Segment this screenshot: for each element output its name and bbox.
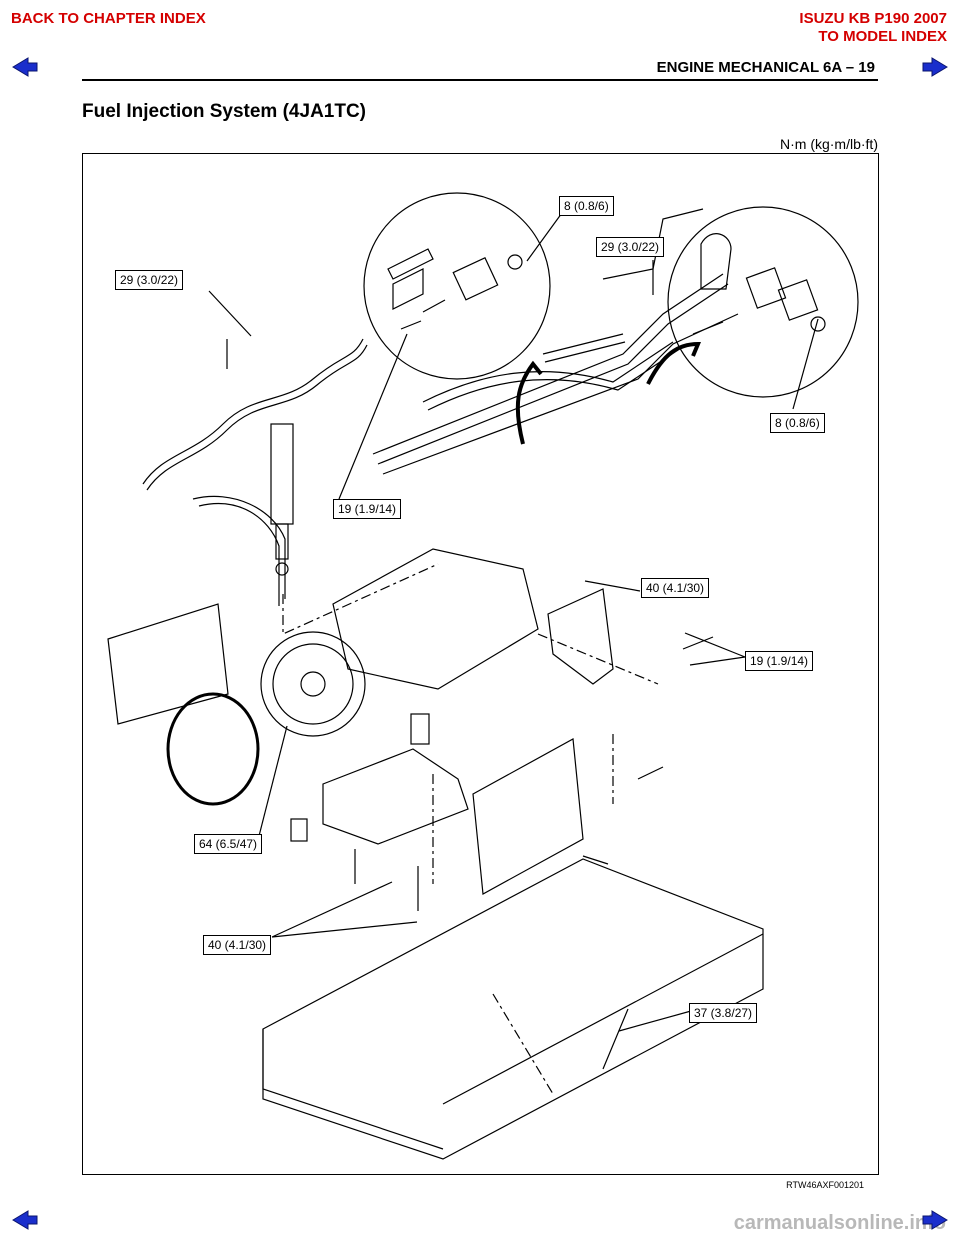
watermark: carmanualsonline.info [733, 1212, 946, 1234]
torque-callout-10: 37 (3.8/27) [689, 1003, 758, 1023]
torque-callout-6: 40 (4.1/30) [641, 578, 710, 598]
detail-circle-right [667, 206, 859, 398]
next-page-arrow-icon[interactable] [922, 57, 948, 77]
back-to-chapter-index-link[interactable]: BACK TO CHAPTER INDEX [11, 10, 206, 27]
model-title-link[interactable]: ISUZU KB P190 2007 [799, 10, 947, 27]
page-title: Fuel Injection System (4JA1TC) [82, 101, 367, 122]
torque-callout-9: 40 (4.1/30) [203, 935, 272, 955]
torque-callout-7: 19 (1.9/14) [745, 651, 814, 671]
torque-callout-1: 8 (0.8/6) [559, 196, 614, 216]
prev-page-arrow-icon[interactable] [12, 57, 38, 77]
diagram-drawing [107, 192, 859, 1160]
to-model-index-link[interactable]: TO MODEL INDEX [818, 28, 947, 45]
next-page-arrow-icon-bottom[interactable] [922, 1210, 948, 1230]
torque-units: N·m (kg·m/lb·ft) [780, 136, 878, 152]
prev-page-arrow-icon-bottom[interactable] [12, 1210, 38, 1230]
torque-callout-2: 29 (3.0/22) [596, 237, 665, 257]
detail-circle-left [363, 192, 551, 380]
header-rule [82, 79, 878, 81]
torque-callout-3: 29 (3.0/22) [115, 270, 184, 290]
figure-code: RTW46AXF001201 [786, 1180, 864, 1190]
torque-callout-4: 8 (0.8/6) [770, 413, 825, 433]
torque-callout-5: 19 (1.9/14) [333, 499, 402, 519]
exploded-diagram: 8 (0.8/6) 29 (3.0/22) 29 (3.0/22) 8 (0.8… [82, 153, 879, 1175]
section-header: ENGINE MECHANICAL 6A – 19 [656, 59, 875, 76]
torque-callout-8: 64 (6.5/47) [194, 834, 263, 854]
